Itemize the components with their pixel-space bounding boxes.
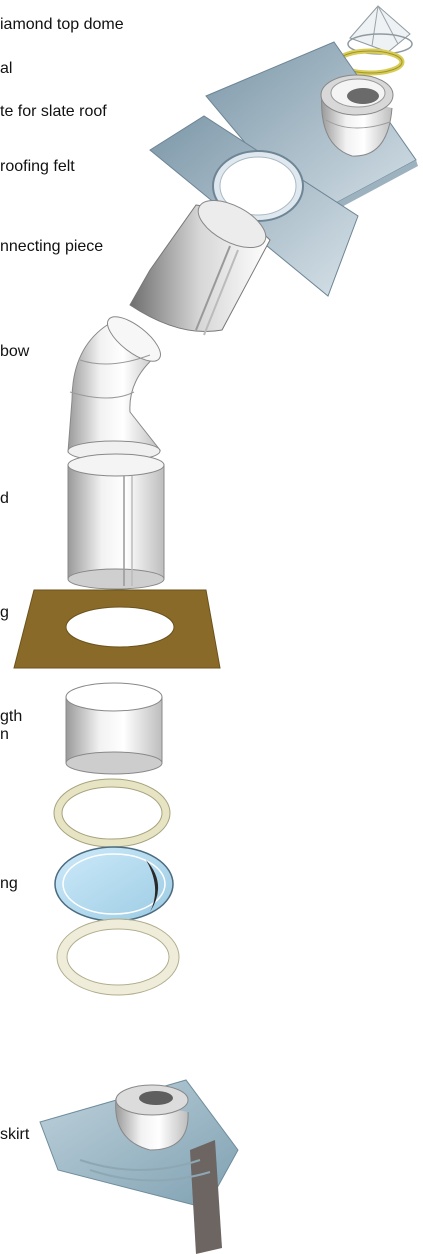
- felt-ring-plate: [13, 589, 221, 669]
- connecting-piece: [129, 199, 271, 336]
- sealing-ring-lower: [56, 918, 180, 996]
- flashing-plate: [149, 115, 359, 297]
- pipe-section: [67, 453, 165, 590]
- label-connecting-piece: nnecting piece: [0, 238, 104, 255]
- label-slate-plate: te for slate roof: [0, 103, 107, 120]
- diamond-dome: [347, 5, 413, 55]
- label-felt-ring: g: [0, 604, 9, 621]
- label-length-2: n: [0, 726, 9, 743]
- elbow: [67, 316, 162, 462]
- label-lens-ring: ng: [0, 875, 18, 892]
- length-piece: [65, 682, 163, 775]
- label-diamond-dome: iamond top dome: [0, 16, 124, 33]
- skirt-assembly: [39, 1079, 239, 1254]
- label-roofing-felt: roofing felt: [0, 158, 75, 175]
- lens-ring: [54, 846, 174, 922]
- label-seal: al: [0, 60, 13, 77]
- label-skirt: skirt: [0, 1126, 30, 1143]
- label-elbow: bow: [0, 343, 30, 360]
- slate-roof-plate: [205, 41, 418, 224]
- label-pipe: d: [0, 490, 9, 507]
- label-length: gth: [0, 708, 23, 725]
- sealing-ring-upper: [53, 778, 171, 848]
